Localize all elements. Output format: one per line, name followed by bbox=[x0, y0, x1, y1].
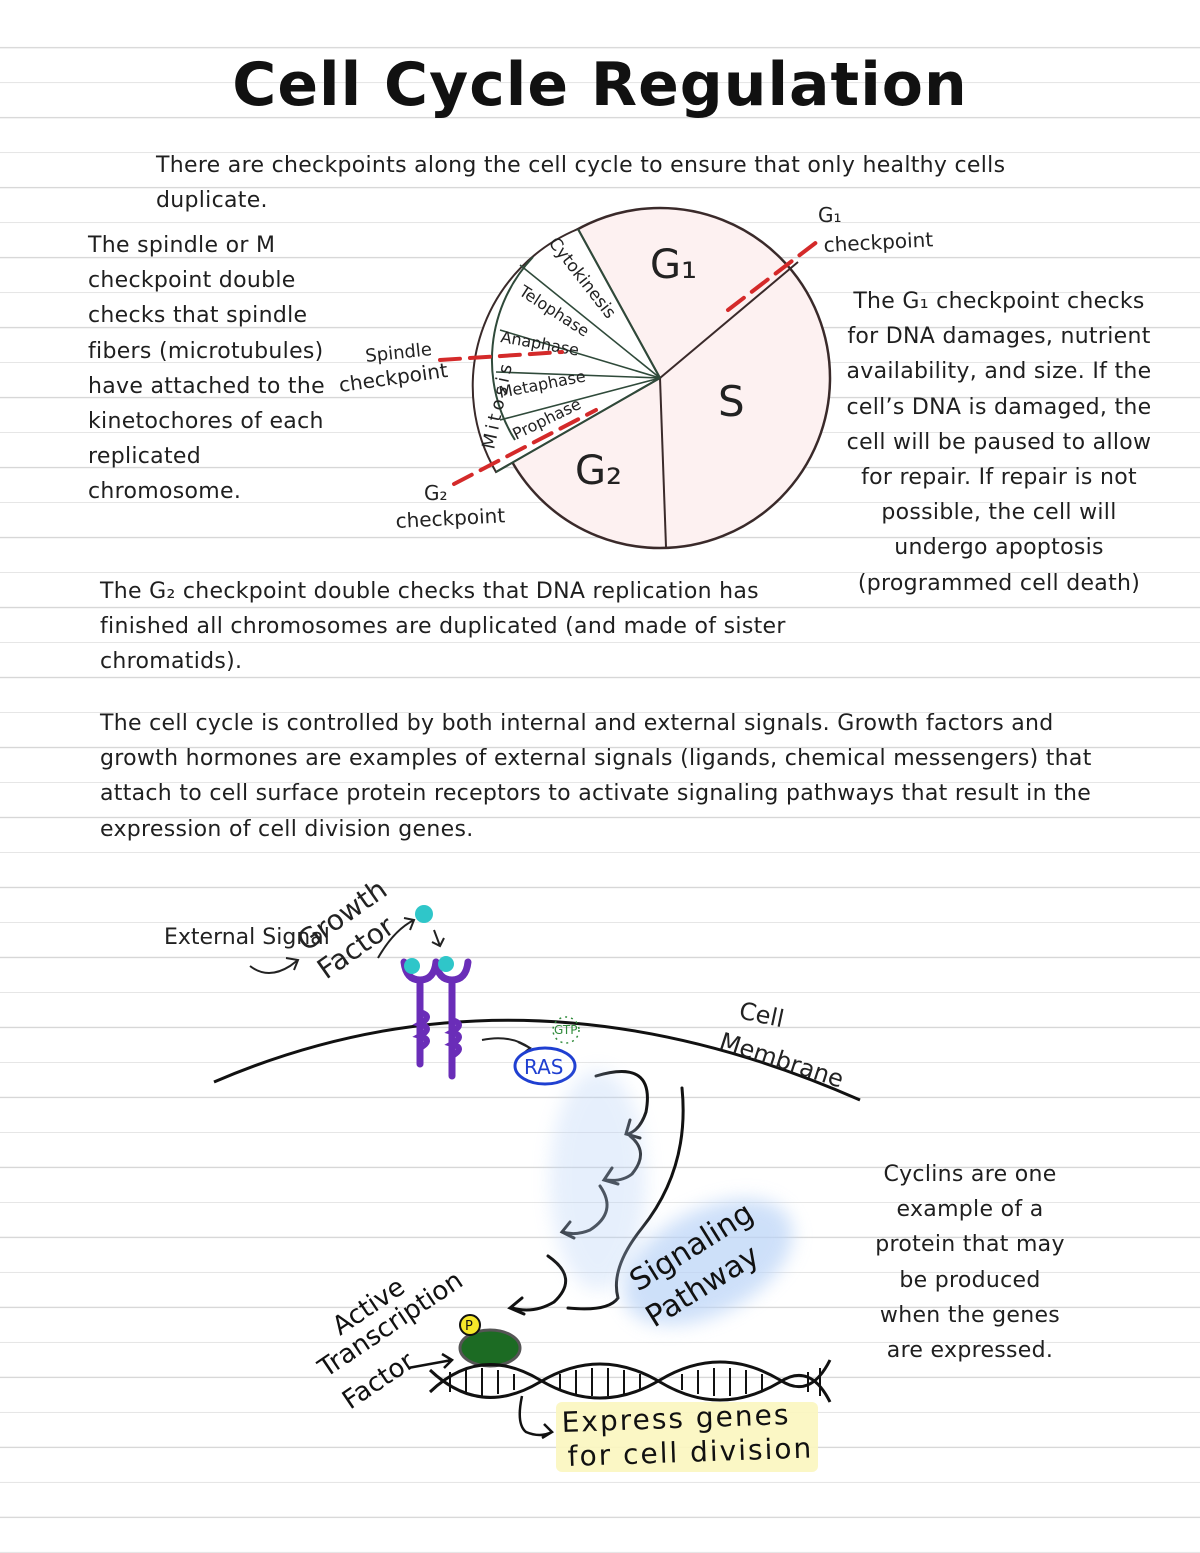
g1-checkpoint-sub: G₁ bbox=[818, 203, 842, 227]
express-arrow bbox=[518, 1395, 555, 1440]
gtp-marker bbox=[552, 1016, 580, 1044]
g2-checkpoint-note: The G₂ checkpoint double checks that DNA… bbox=[100, 579, 786, 675]
ligand-bound-left bbox=[404, 958, 420, 974]
ligand-down-arrow bbox=[431, 929, 445, 948]
cascade-glow bbox=[550, 1070, 646, 1290]
phase-label-g1: G₁ bbox=[650, 242, 697, 288]
phase-label-s: S bbox=[718, 377, 745, 426]
external-signal-arrow bbox=[249, 957, 300, 974]
divider-s-top bbox=[659, 261, 799, 379]
phase-label-g2: G₂ bbox=[575, 448, 622, 494]
divider-prophase bbox=[499, 377, 661, 421]
phosphate-group bbox=[459, 1314, 481, 1336]
membrane-label-2: Membrane bbox=[716, 1027, 847, 1093]
g2-checkpoint-line bbox=[452, 408, 598, 486]
express-label-1: Express genes bbox=[561, 1398, 791, 1439]
ligand-free bbox=[415, 905, 433, 923]
membrane-label-1: Cell bbox=[737, 996, 787, 1033]
divider-mitosis-start bbox=[495, 377, 661, 473]
spindle-checkpoint-note: The spindle or M checkpoint double check… bbox=[88, 233, 325, 505]
cyclins-note: Cyclins are one example of a protein tha… bbox=[875, 1162, 1065, 1364]
gtp-label: GTP bbox=[554, 1023, 577, 1037]
g2-checkpoint-label: checkpoint bbox=[395, 503, 506, 533]
pathway-label-glow bbox=[623, 1198, 793, 1326]
divider-anaphase bbox=[499, 329, 661, 379]
mitosis-inner-arc bbox=[491, 256, 534, 441]
page-title: Cell Cycle Regulation bbox=[232, 50, 968, 120]
ligand-arrow bbox=[377, 917, 416, 959]
cell-cycle-diagram: G₁ S G₂ Cytokinesis Telophase Anaphase M… bbox=[337, 203, 934, 550]
divider-s-bottom bbox=[659, 377, 667, 548]
ras-protein bbox=[513, 1046, 577, 1086]
divider-metaphase bbox=[495, 371, 661, 379]
ras-label: RAS bbox=[524, 1055, 563, 1079]
ligand-bound-right bbox=[438, 956, 454, 972]
phosphate-label: P bbox=[465, 1319, 473, 1334]
g1-checkpoint-note: The G₁ checkpoint checks for DNA damages… bbox=[846, 289, 1152, 596]
intro-text: There are checkpoints along the cell cyc… bbox=[156, 153, 1006, 214]
g1-checkpoint-label: checkpoint bbox=[823, 227, 934, 257]
divider-cytokinesis bbox=[577, 228, 661, 379]
g1-checkpoint-line bbox=[726, 236, 824, 312]
external-signal-label: External Signal bbox=[164, 925, 330, 950]
cell-membrane bbox=[213, 1018, 861, 1102]
express-highlight bbox=[556, 1402, 818, 1472]
signals-paragraph: The cell cycle is controlled by both int… bbox=[100, 711, 1092, 842]
signaling-pathway-diagram: External Signal Growth Factor Cell Membr… bbox=[164, 873, 861, 1473]
g2-checkpoint-sub: G₂ bbox=[424, 481, 448, 505]
spindle-checkpoint-line bbox=[438, 350, 564, 362]
dna-helix bbox=[428, 1359, 832, 1403]
tf-arrow bbox=[407, 1352, 455, 1370]
receptor-protein bbox=[400, 958, 472, 1080]
divider-telophase bbox=[519, 264, 661, 379]
